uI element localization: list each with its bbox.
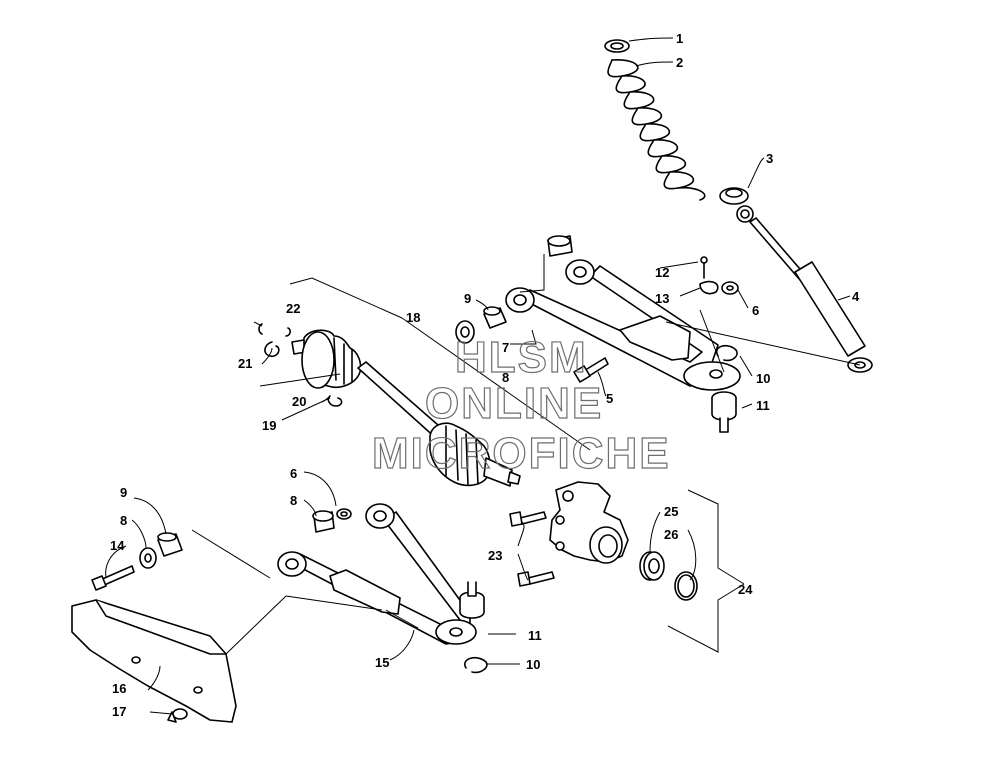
part-nut-6-lower[interactable] (336, 508, 352, 520)
part-bearing-snap-ring[interactable] (674, 571, 698, 601)
callout-6-lower[interactable]: 6 (290, 466, 297, 481)
part-upper-spacer[interactable] (483, 306, 507, 329)
callout-8-left[interactable]: 8 (120, 513, 127, 528)
part-retaining-ring[interactable] (327, 395, 343, 407)
callout-22[interactable]: 22 (286, 301, 300, 316)
part-skid-plate-screw[interactable] (167, 708, 188, 723)
callout-16[interactable]: 16 (112, 681, 126, 696)
callout-14[interactable]: 14 (110, 538, 125, 553)
part-coil-spring[interactable] (607, 59, 706, 201)
part-bolt-5[interactable] (573, 357, 609, 383)
watermark-line3: MICROFICHE (372, 429, 671, 478)
lower-a-arm[interactable] (277, 503, 477, 645)
cv-axle[interactable] (291, 329, 521, 487)
callout-12[interactable]: 12 (655, 265, 669, 280)
steering-knuckle[interactable] (549, 481, 629, 564)
watermark-line1: HLSM (455, 333, 588, 382)
callout-4[interactable]: 4 (852, 289, 860, 304)
callout-24[interactable]: 24 (738, 582, 753, 597)
callout-13[interactable]: 13 (655, 291, 669, 306)
part-spring-retainer-inner (610, 42, 624, 50)
callout-21[interactable]: 21 (238, 356, 252, 371)
callout-15[interactable]: 15 (375, 655, 389, 670)
part-shock-absorber[interactable] (736, 205, 873, 373)
part-spring-seat[interactable] (719, 187, 749, 205)
part-lower-washer[interactable] (139, 547, 157, 569)
part-knuckle-bolt-upper[interactable] (509, 511, 547, 527)
callout-9-upper[interactable]: 9 (464, 291, 471, 306)
leader-lines (105, 37, 861, 715)
watermark: HLSM ONLINE MICROFICHE (371, 332, 671, 478)
callout-3[interactable]: 3 (766, 151, 773, 166)
callout-23[interactable]: 23 (488, 548, 502, 563)
callout-18[interactable]: 18 (406, 310, 420, 325)
upper-a-arm[interactable] (505, 259, 741, 391)
callout-6-upper[interactable]: 6 (752, 303, 759, 318)
part-ball-joint-lower[interactable] (459, 581, 485, 619)
callout-10-upper[interactable]: 10 (756, 371, 770, 386)
part-knuckle-bolt-lower[interactable] (517, 571, 555, 587)
watermark-line2: ONLINE (425, 379, 603, 428)
part-snap-ring-lower[interactable] (464, 656, 488, 674)
part-upper-washer[interactable] (455, 320, 475, 344)
part-lower-bushing[interactable] (312, 510, 335, 533)
callout-26[interactable]: 26 (664, 527, 678, 542)
callout-7[interactable]: 7 (502, 340, 509, 355)
part-wheel-bearing[interactable] (639, 551, 665, 581)
callouts: 1 2 3 4 5 6 6 7 8 8 8 9 9 10 10 11 11 12… (110, 31, 860, 719)
part-ball-joint-upper[interactable] (711, 391, 737, 433)
callout-10-lower[interactable]: 10 (526, 657, 540, 672)
part-lower-spacer[interactable] (157, 532, 183, 557)
part-upper-bushing[interactable] (547, 235, 573, 257)
callout-19[interactable]: 19 (262, 418, 276, 433)
callout-1[interactable]: 1 (676, 31, 683, 46)
part-clip[interactable] (699, 280, 719, 295)
callout-11-lower[interactable]: 11 (528, 628, 542, 643)
callout-17[interactable]: 17 (112, 704, 126, 719)
part-cotter-pin[interactable] (700, 256, 708, 279)
callout-25[interactable]: 25 (664, 504, 678, 519)
part-snap-ring-upper[interactable] (715, 344, 738, 362)
callout-9-lower[interactable]: 9 (120, 485, 127, 500)
shock-assembly (604, 39, 873, 373)
part-axle-ring[interactable] (258, 323, 291, 337)
part-skid-plate[interactable] (71, 599, 237, 723)
callout-2[interactable]: 2 (676, 55, 683, 70)
callout-8-lower[interactable]: 8 (290, 493, 297, 508)
part-nut-6-upper[interactable] (721, 281, 739, 295)
part-lower-bolt[interactable] (91, 565, 135, 591)
callout-8-upper[interactable]: 8 (502, 370, 509, 385)
callout-11-upper[interactable]: 11 (756, 398, 770, 413)
callout-20[interactable]: 20 (292, 394, 306, 409)
callout-5[interactable]: 5 (606, 391, 613, 406)
